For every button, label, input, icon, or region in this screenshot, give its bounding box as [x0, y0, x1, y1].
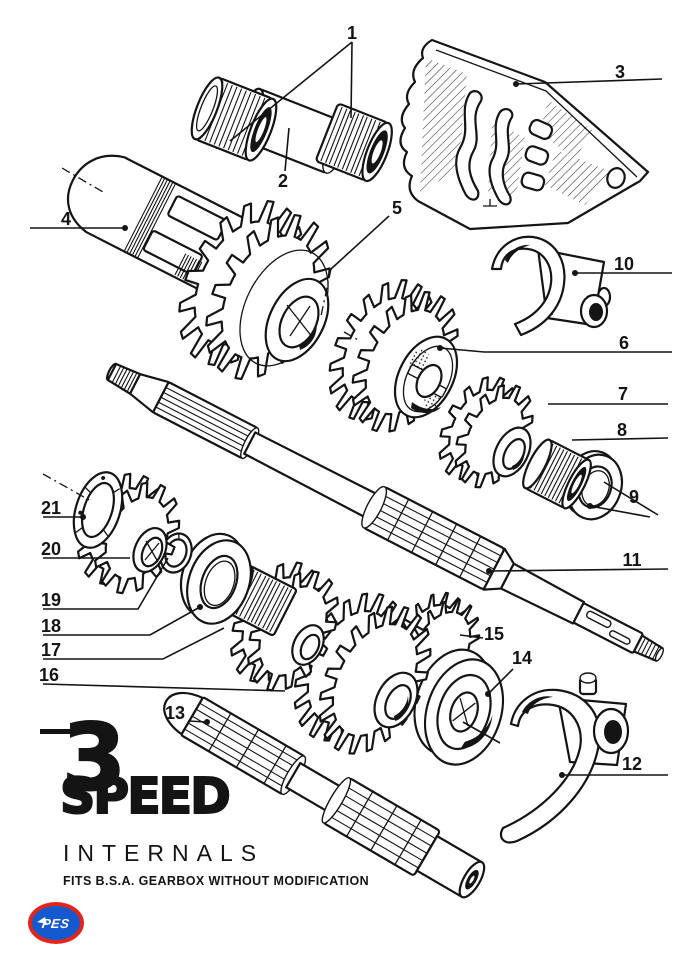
part-16-sliding-gear	[293, 592, 432, 755]
part-1-needle-bearing	[315, 103, 393, 183]
part-5-gear	[178, 199, 331, 381]
callout-2: 2	[278, 127, 290, 191]
part-14-clutch-drum	[413, 648, 505, 766]
callout-9: 9	[587, 481, 659, 518]
callout-5: 5	[320, 198, 402, 317]
callout-number-13: 13	[165, 703, 185, 723]
callout-number-5: 5	[392, 198, 402, 218]
callout-7: 7	[548, 384, 668, 405]
callout-number-10: 10	[614, 254, 634, 274]
camplate-slot	[528, 118, 554, 140]
callout-number-2: 2	[278, 171, 288, 191]
camplate-slot	[524, 145, 550, 166]
callout-number-18: 18	[41, 616, 61, 636]
callout-10: 10	[572, 254, 672, 276]
callout-number-21: 21	[41, 498, 61, 518]
part-11-mainshaft	[105, 362, 664, 662]
callout-number-20: 20	[41, 539, 61, 559]
callout-18: 18	[41, 604, 203, 636]
callout-15: 15	[459, 624, 504, 644]
callout-number-16: 16	[39, 665, 59, 685]
callout-13: 13	[165, 703, 210, 725]
callout-number-19: 19	[41, 590, 61, 610]
title-rule	[40, 729, 77, 734]
callout-number-14: 14	[512, 648, 532, 668]
part-7-gear	[438, 376, 534, 489]
part-21-dished-ring	[72, 471, 124, 549]
title-note: FITS B.S.A. GEARBOX WITHOUT MODIFICATION	[63, 874, 370, 888]
callout-number-11: 11	[622, 550, 641, 570]
part-10-selector-fork	[490, 235, 612, 337]
part-1-needle-bearing	[190, 76, 278, 162]
callout-11: 11	[486, 550, 669, 574]
callout-number-6: 6	[619, 333, 629, 353]
callout-number-4: 4	[61, 209, 71, 229]
callout-14: 14	[462, 648, 532, 744]
title-subtitle: INTERNALS	[63, 840, 265, 866]
part-6-gear	[328, 279, 459, 433]
pes-logo: PES	[28, 902, 84, 944]
part-13-layshaft	[163, 691, 486, 899]
callout-19: 19	[41, 557, 169, 610]
part-8-needle-bearing	[522, 438, 592, 510]
title-digit: 3	[61, 704, 127, 811]
part-3-camplate	[399, 38, 650, 231]
callout-16: 16	[39, 665, 286, 692]
callout-number-3: 3	[615, 62, 625, 82]
callout-number-7: 7	[618, 384, 628, 404]
callout-12: 12	[559, 754, 668, 778]
callout-1: 1	[229, 23, 357, 142]
callout-8: 8	[571, 420, 669, 441]
callout-number-8: 8	[617, 420, 627, 440]
centerlines	[42, 167, 361, 502]
part-12-selector-fork	[499, 672, 630, 844]
camplate-slot	[488, 108, 514, 206]
callout-number-17: 17	[41, 640, 61, 660]
callout-4: 4	[30, 209, 128, 231]
callout-number-12: 12	[622, 754, 642, 774]
callout-number-9: 9	[629, 487, 639, 507]
callout-6: 6	[437, 333, 672, 353]
callout-20: 20	[41, 539, 130, 559]
part-4-sleeve-gear	[66, 154, 248, 296]
callout-3: 3	[513, 62, 663, 87]
title-word: SPEED	[59, 768, 232, 825]
callout-21: 21	[41, 498, 86, 520]
callout-number-1: 1	[347, 23, 357, 43]
logo-text: PES	[41, 915, 71, 931]
callout-number-15: 15	[484, 624, 504, 644]
camplate-slot	[520, 171, 546, 192]
camplate-slot	[455, 90, 483, 201]
callout-17: 17	[41, 627, 225, 660]
camplate-hole	[606, 167, 626, 189]
